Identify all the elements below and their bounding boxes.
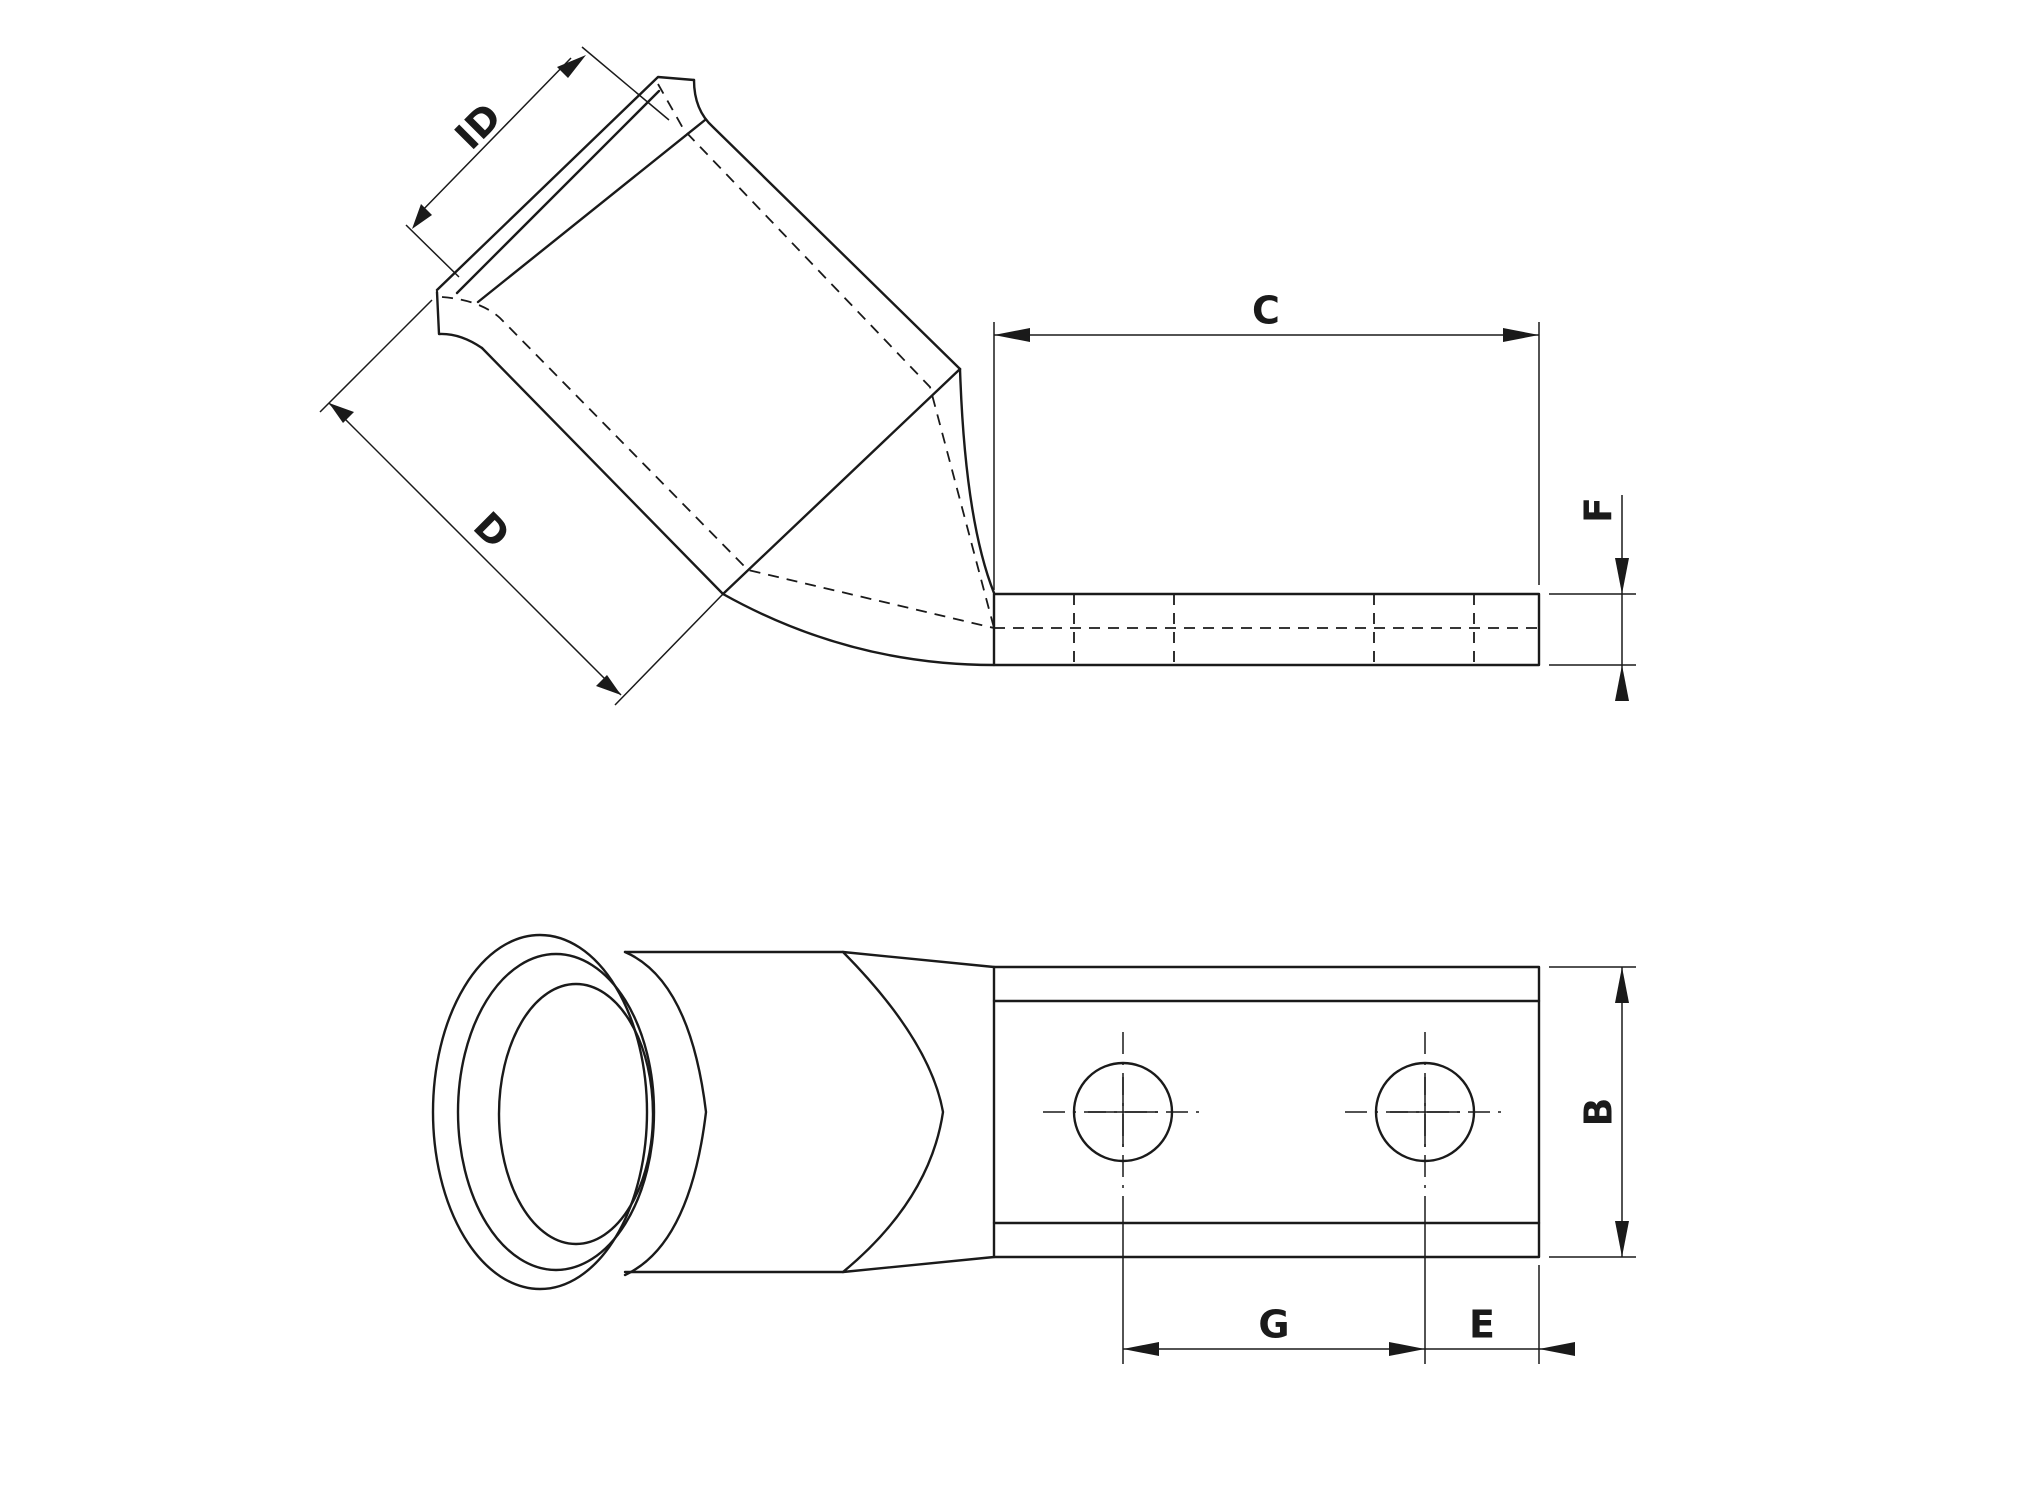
dimension-c: C — [993, 289, 1540, 590]
bolt-hole-right — [1345, 1032, 1506, 1196]
barrel-end-rings — [431, 933, 708, 1291]
bolt-hole-left — [1043, 1032, 1206, 1196]
label-e: E — [1469, 1303, 1495, 1347]
dimension-f: F — [1549, 495, 1636, 701]
palm-top — [992, 965, 1541, 1259]
hidden-lines — [441, 83, 1539, 665]
dimension-b: B — [1549, 966, 1636, 1258]
barrel-outline — [435, 75, 996, 596]
label-f: F — [1577, 497, 1621, 523]
label-b: B — [1577, 1098, 1621, 1127]
top-view: B G E — [431, 933, 1636, 1364]
label-g: G — [1258, 1303, 1289, 1347]
label-c: C — [1252, 289, 1280, 333]
barrel-body — [623, 950, 996, 1274]
neck-curve — [721, 592, 996, 667]
side-view: ID D C F — [319, 46, 1636, 706]
palm-side — [992, 592, 1541, 667]
label-d: D — [465, 504, 518, 557]
label-id: ID — [447, 95, 510, 158]
dimension-id: ID — [405, 46, 670, 278]
dimension-g-e: G E — [1122, 1196, 1575, 1364]
dimension-d: D — [319, 299, 724, 706]
